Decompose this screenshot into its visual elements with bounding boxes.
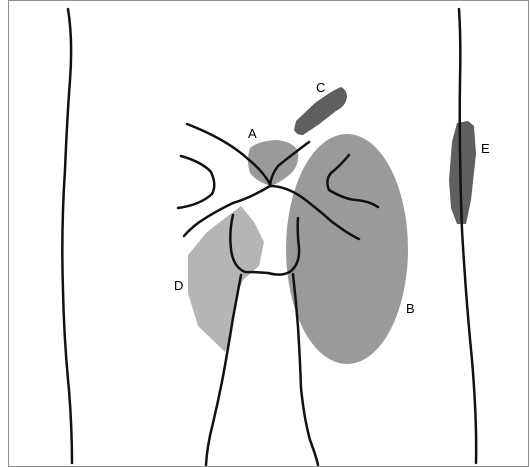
label-e: E [481, 141, 490, 156]
region-b [286, 134, 408, 364]
label-d: D [174, 278, 183, 293]
label-a: A [248, 126, 257, 141]
label-b: B [406, 301, 415, 316]
label-c: C [316, 80, 325, 95]
frame-border [9, 1, 529, 467]
